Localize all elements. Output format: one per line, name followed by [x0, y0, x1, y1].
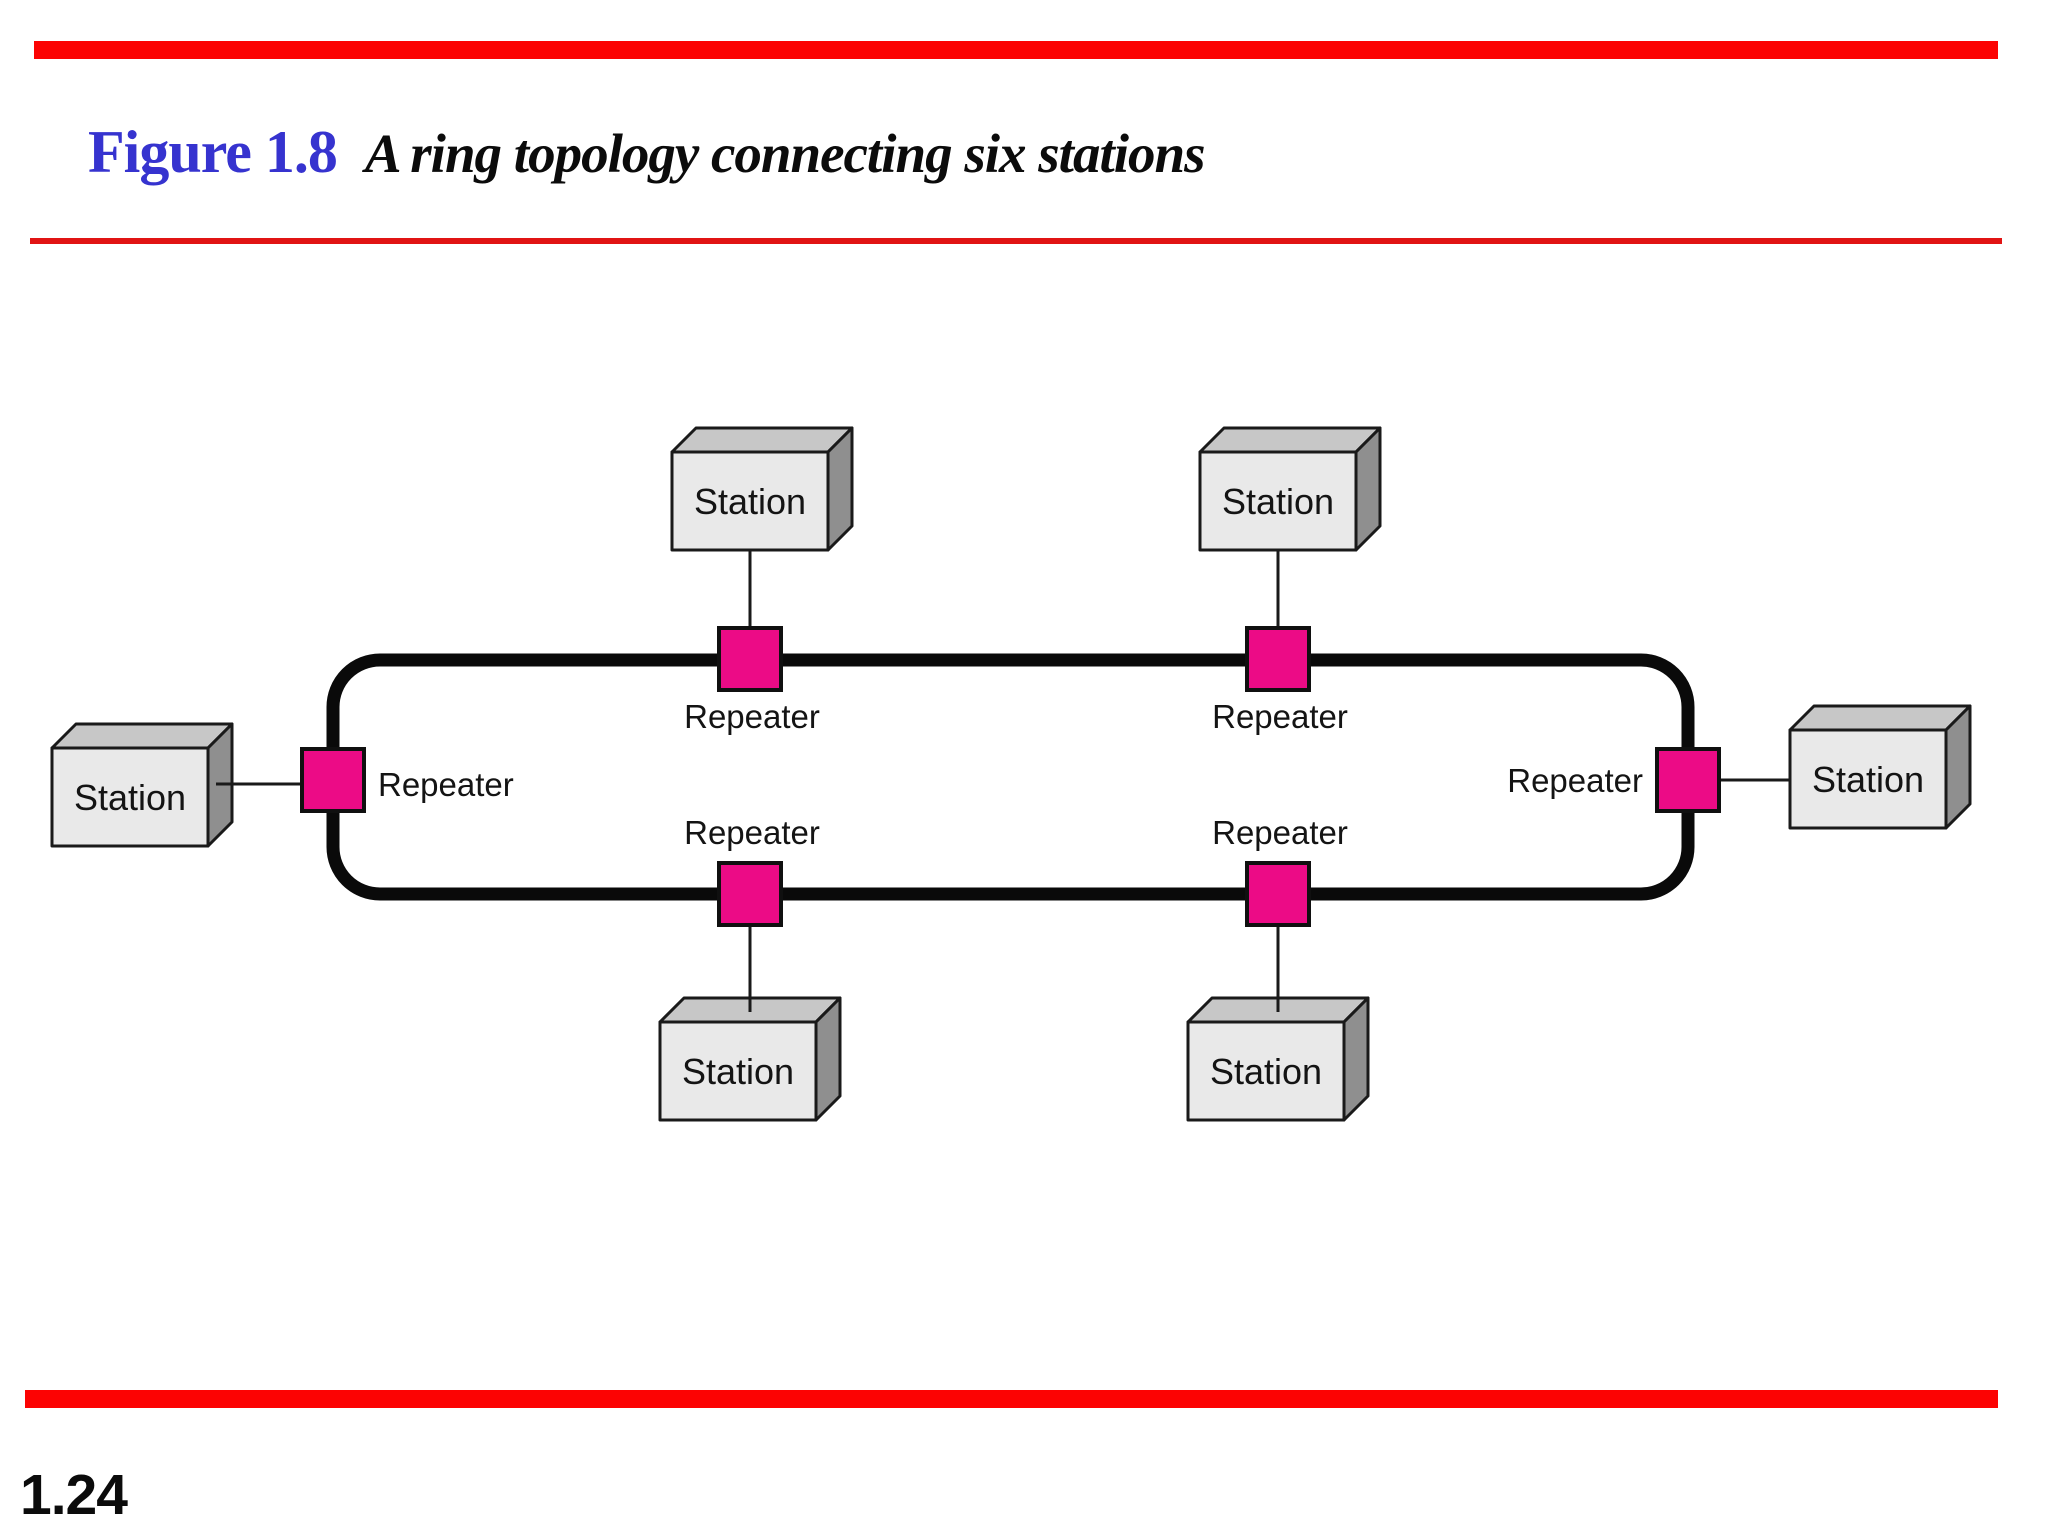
station-box-side-face: [1354, 426, 1382, 552]
repeater-label-top-left: Repeater: [684, 698, 820, 735]
station-box-front-face: [1788, 728, 1948, 830]
station-box-top-face: [1788, 704, 1972, 732]
bottom-rule-bar: [25, 1390, 1998, 1408]
station-box-side-face: [826, 426, 854, 552]
station-box-front-face: [1186, 1020, 1346, 1122]
station-box-top-face: [50, 722, 234, 750]
top-rule-bar: [34, 41, 1998, 59]
repeater-label-left: Repeater: [378, 766, 514, 803]
station-bottom-right: Station: [1186, 996, 1370, 1122]
station-label: Station: [694, 481, 806, 522]
station-box-side-face: [1342, 996, 1370, 1122]
station-box-front-face: [1198, 450, 1358, 552]
station-label: Station: [1210, 1051, 1322, 1092]
repeater-label-bottom-right: Repeater: [1212, 814, 1348, 851]
station-box-front-face: [50, 746, 210, 848]
repeater-label-top-right: Repeater: [1212, 698, 1348, 735]
station-bottom-left: Station: [658, 996, 842, 1122]
repeater-square-bottom-right: [1245, 861, 1311, 927]
station-top-right: Station: [1198, 426, 1382, 552]
station-label: Station: [682, 1051, 794, 1092]
figure-number: Figure 1.8: [88, 119, 338, 185]
station-label: Station: [74, 777, 186, 818]
station-left: Station: [50, 722, 234, 848]
station-box-front-face: [658, 1020, 818, 1122]
station-label: Station: [1812, 759, 1924, 800]
figure-caption: A ring topology connecting six stations: [364, 123, 1206, 184]
station-top-left: Station: [670, 426, 854, 552]
station-box-side-face: [1944, 704, 1972, 830]
repeater-square-right: [1655, 747, 1721, 813]
repeater-square-left: [300, 747, 366, 813]
station-box-front-face: [670, 450, 830, 552]
repeater-square-top-right: [1245, 626, 1311, 692]
station-right: Station: [1788, 704, 1972, 830]
page-number: 1.24: [20, 1463, 128, 1527]
title-underline-rule: [30, 238, 2002, 244]
repeater-square-top-left: [717, 626, 783, 692]
repeater-square-bottom-left: [717, 861, 783, 927]
station-label: Station: [1222, 481, 1334, 522]
station-box-top-face: [670, 426, 854, 454]
repeater-label-right: Repeater: [1507, 762, 1643, 799]
figure-title: Figure 1.8 A ring topology connecting si…: [88, 118, 1206, 187]
repeater-label-bottom-left: Repeater: [684, 814, 820, 851]
station-box-side-face: [814, 996, 842, 1122]
station-box-top-face: [1198, 426, 1382, 454]
ring-topology-loop: [326, 653, 1695, 901]
